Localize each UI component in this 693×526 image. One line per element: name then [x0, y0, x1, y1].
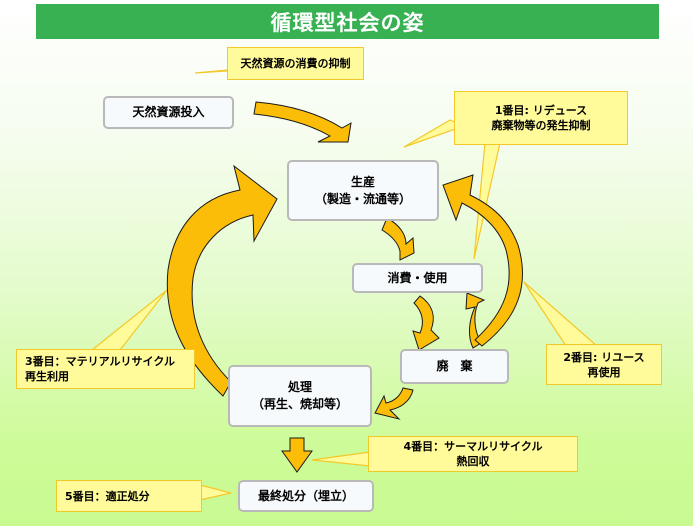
callout-text: 2番目: リユース [563, 350, 645, 364]
arrow-consumption-to-disposal [412, 295, 440, 351]
node-label: 最終処分（埋立） [257, 488, 354, 503]
callout-text: 再使用 [587, 365, 621, 379]
node-label: 生産 [350, 174, 375, 189]
callout-text: 熱回収 [456, 455, 490, 468]
node-label: 廃 棄 [436, 359, 473, 373]
node-treatment: 処理 （再生、焼却等） [228, 365, 372, 427]
diagram-title: 循環型社会の姿 [36, 4, 659, 39]
callout-text: 再生利用 [25, 370, 69, 383]
node-disposal: 廃 棄 [400, 349, 509, 384]
arrow-input-to-production [253, 101, 352, 143]
callout-proper-disposal: 5番目：適正処分 [56, 480, 202, 512]
callout-material-recycle: 3番目：マテリアルリサイクル 再生利用 [16, 349, 195, 389]
node-sublabel: （製造・流通等） [314, 191, 411, 206]
callout-text: 4番目：サーマルリサイクル [403, 440, 543, 453]
callout-pointer-material-recycle [90, 289, 168, 351]
arrow-treatment-to-final [281, 437, 313, 473]
arrow-material-recycle-loop [166, 164, 278, 397]
node-label: 天然資源投入 [132, 105, 205, 119]
callout-reuse: 2番目: リユース 再使用 [546, 344, 662, 385]
callout-text: 廃棄物等の発生抑制 [491, 119, 591, 132]
callout-text: 5番目：適正処分 [65, 489, 150, 503]
node-consumption: 消費・使用 [352, 263, 483, 293]
node-label: 消費・使用 [387, 270, 448, 285]
arrow-reuse-loop [442, 174, 523, 347]
arrow-production-to-consumption [381, 217, 415, 261]
callout-resource-suppression: 天然資源の消費の抑制 [227, 47, 364, 80]
arrow-disposal-to-treatment [374, 387, 414, 420]
callout-text: 1番目: リデュース [494, 104, 588, 117]
callout-pointer-proper-disposal [199, 484, 232, 501]
node-label: 処理 [287, 380, 312, 394]
callout-pointer-thermal-recycle [311, 451, 371, 467]
callout-text: 天然資源の消費の抑制 [240, 57, 351, 70]
node-sublabel: （再生、焼却等） [251, 397, 348, 411]
callout-text: 3番目：マテリアルリサイクル [25, 355, 175, 368]
node-final-disposal: 最終処分（埋立） [238, 480, 374, 512]
callout-reduce: 1番目: リデュース 廃棄物等の発生抑制 [454, 91, 628, 145]
callout-pointer-reuse [523, 281, 599, 347]
callout-thermal-recycle: 4番目：サーマルリサイクル 熱回収 [368, 436, 578, 472]
arrow-disposal-to-consumption [465, 292, 486, 349]
node-production: 生産 （製造・流通等） [287, 160, 439, 221]
node-natural-resource-input: 天然資源投入 [103, 96, 234, 129]
